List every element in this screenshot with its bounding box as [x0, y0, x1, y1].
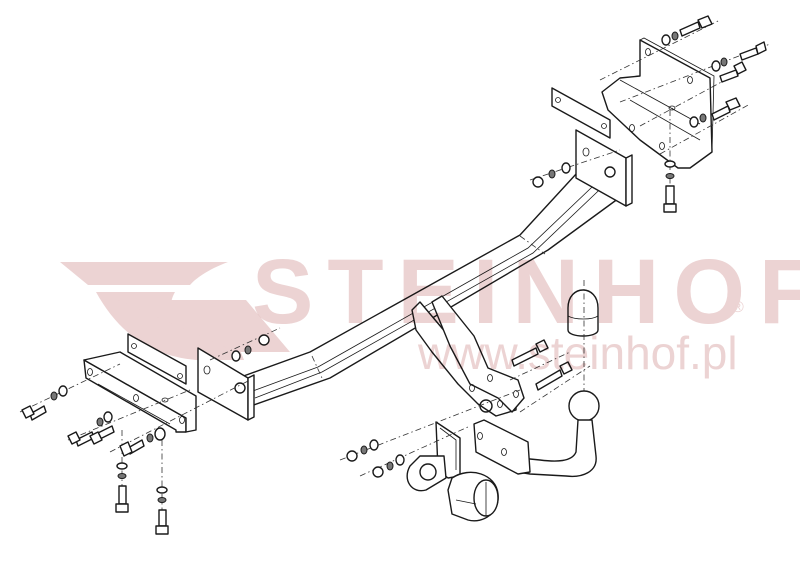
- washer-icon: [146, 427, 166, 443]
- washer-icon: [711, 57, 728, 72]
- washer-icon: [156, 486, 168, 503]
- washer-icon: [96, 411, 113, 427]
- nut-icon: [532, 162, 571, 188]
- watermark-registered-mark: ®: [732, 299, 744, 316]
- bolt-icon: [719, 61, 747, 83]
- washer-icon: [661, 31, 679, 46]
- right-end-plate: [575, 129, 633, 207]
- watermark-brand: STEINHOF: [252, 241, 800, 343]
- fasteners: [21, 15, 767, 535]
- bolt-icon: [679, 15, 713, 37]
- bolt-icon: [115, 485, 129, 513]
- tow-ball-neck: [473, 390, 600, 478]
- watermark-url: www.steinhof.pl: [418, 327, 738, 379]
- socket-bracket: [406, 421, 461, 492]
- left-mounting-bracket: [83, 351, 197, 433]
- nut-icon: [372, 454, 405, 478]
- washer-icon: [50, 385, 68, 401]
- assembly-axis-lines: [19, 19, 771, 528]
- bolt-icon: [511, 339, 549, 367]
- washer-icon: [689, 113, 707, 128]
- left-end-plate: [197, 347, 255, 421]
- washer-icon: [664, 160, 676, 179]
- bolt-icon: [535, 361, 573, 391]
- nut-icon: [231, 334, 270, 362]
- bolt-icon: [155, 509, 169, 535]
- left-backing-plate: [127, 333, 187, 385]
- bolt-icon: [663, 185, 677, 213]
- bolt-icon: [21, 405, 47, 421]
- center-hitch-plates: [411, 295, 525, 417]
- bolt-icon: [711, 97, 741, 121]
- bolt-icon: [67, 431, 95, 447]
- washer-icon: [116, 462, 128, 479]
- bolt-icon: [119, 439, 145, 457]
- bolt-icon: [739, 41, 767, 61]
- ball-cover-cap: [567, 289, 599, 337]
- nut-icon: [346, 439, 379, 462]
- steinhof-logo-swoosh-icon: [60, 262, 290, 360]
- bolt-icon: [89, 425, 115, 445]
- right-mounting-bracket: [601, 37, 715, 169]
- right-backing-plate: [551, 87, 611, 139]
- electrical-socket: [447, 471, 499, 522]
